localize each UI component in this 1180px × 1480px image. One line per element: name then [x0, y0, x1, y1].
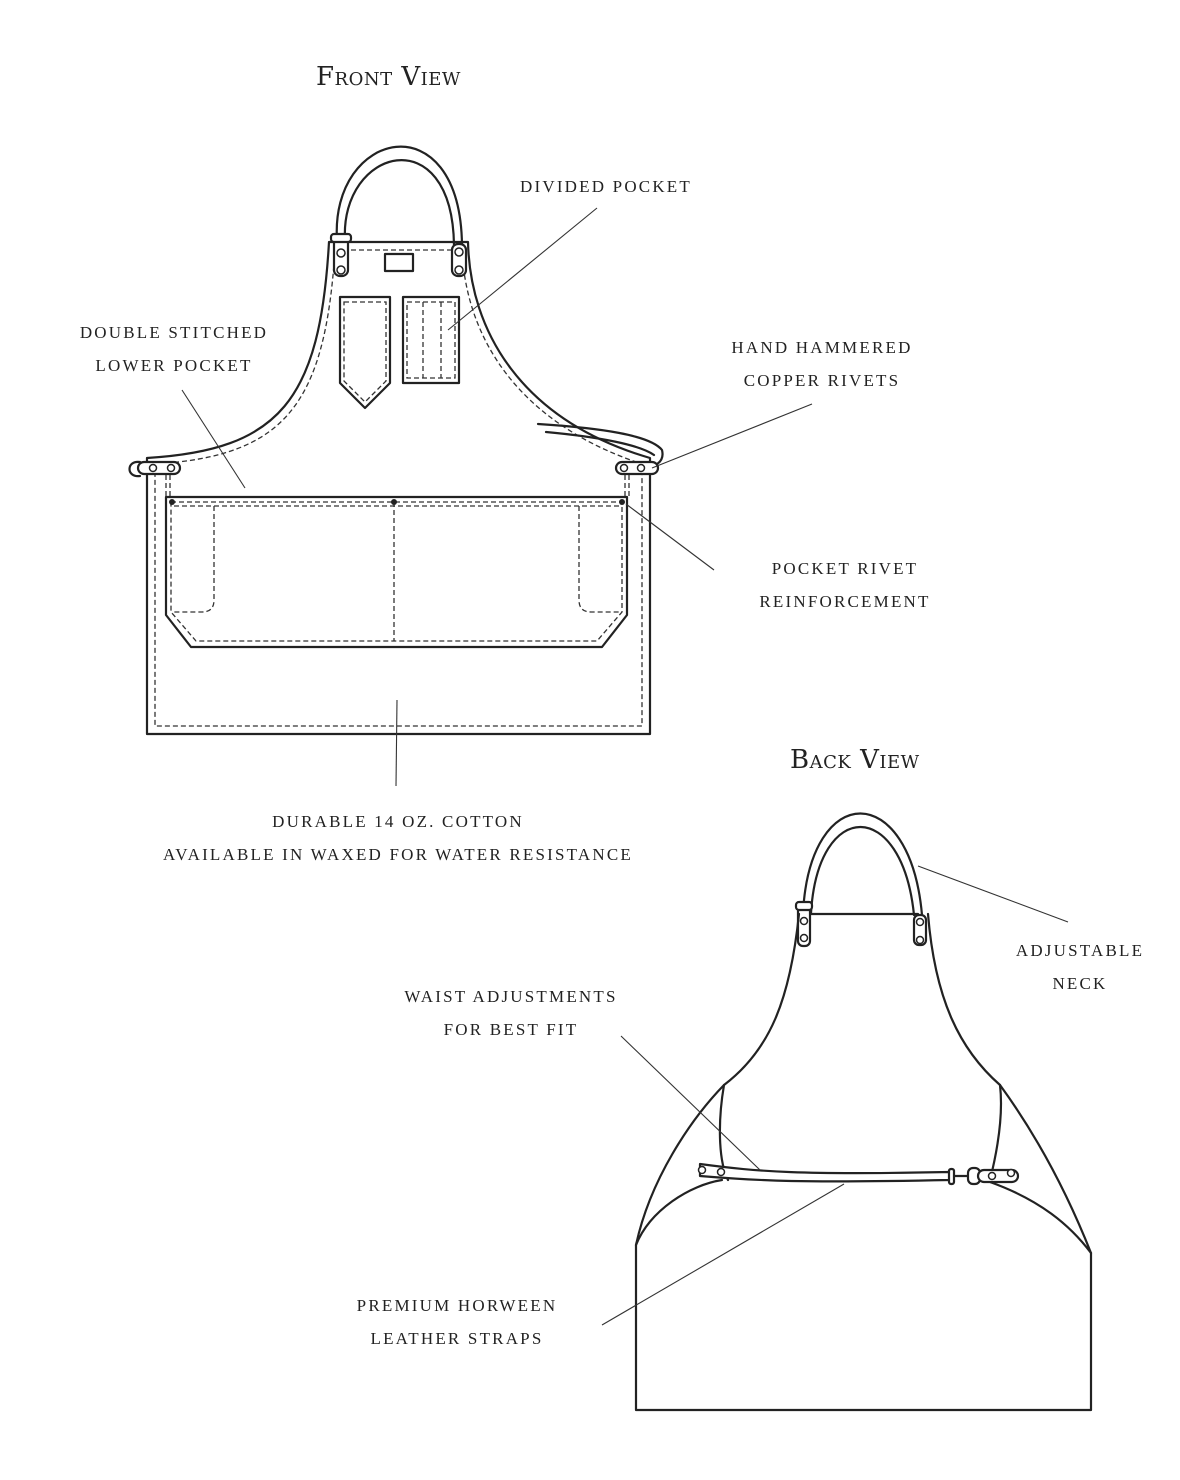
back-leader-lines: [601, 865, 1069, 1326]
front-view-title: Front View: [316, 62, 461, 92]
copper-rivet-icon: [716, 1167, 726, 1177]
front-apron-outline: [145, 240, 652, 736]
copper-rivet-icon: [799, 916, 809, 926]
copper-rivet-icon: [636, 463, 646, 473]
copper-rivet-icon: [987, 1171, 997, 1181]
copper-rivet-icon: [915, 935, 925, 945]
leader-leather-straps: [601, 1183, 845, 1326]
brand-patch: [383, 252, 415, 273]
back-apron: [634, 812, 1093, 1412]
copper-rivet-icon: [799, 933, 809, 943]
back-view-title: Back View: [790, 745, 920, 775]
leader-double-stitched: [181, 389, 246, 489]
label-copper-rivets: hand hammered copper rivets: [716, 331, 928, 397]
leader-divided-pocket: [447, 207, 598, 331]
front-leader-lines: [181, 207, 813, 787]
label-line: copper rivets: [743, 371, 901, 390]
leader-pocket-rivet: [625, 503, 715, 571]
back-apron-outline: [634, 912, 1093, 1412]
copper-rivet-icon: [336, 265, 346, 275]
leader-copper-rivets: [651, 403, 813, 469]
front-neck-strap: [335, 145, 464, 247]
leader-waist-adjustments: [620, 1035, 761, 1171]
copper-rivet-icon: [166, 463, 176, 473]
label-leather-straps: premium horween leather straps: [336, 1289, 578, 1355]
label-line: leather straps: [370, 1329, 544, 1348]
copper-rivet-icon: [336, 248, 346, 258]
leader-cotton: [395, 699, 398, 787]
divided-pocket: [401, 295, 461, 385]
label-double-stitched: double stitched lower pocket: [68, 316, 280, 382]
label-line: durable 14 oz. cotton: [272, 812, 524, 831]
label-divided-pocket: divided pocket: [520, 177, 692, 196]
label-line: lower pocket: [95, 356, 253, 375]
copper-rivet-icon: [148, 463, 158, 473]
back-neck-strap: [801, 812, 924, 917]
label-line: neck: [1052, 974, 1108, 993]
label-line: for best fit: [443, 1020, 579, 1039]
label-line: premium horween: [356, 1296, 558, 1315]
copper-rivet-icon: [915, 917, 925, 927]
label-pocket-rivet: pocket rivet reinforcement: [742, 552, 948, 618]
back-waist-strap: [698, 1162, 952, 1183]
label-cotton: durable 14 oz. cotton available in waxed…: [130, 805, 666, 871]
pocket-rivet-icon: [169, 499, 175, 505]
label-line: hand hammered: [731, 338, 913, 357]
label-line: pocket rivet: [771, 559, 919, 578]
front-apron: [128, 145, 664, 736]
label-waist-adjustments: waist adjustments for best fit: [386, 980, 636, 1046]
label-line: reinforcement: [759, 592, 931, 611]
label-line: waist adjustments: [404, 987, 618, 1006]
label-line: available in waxed for water resistance: [163, 845, 633, 864]
label-line: adjustable: [1015, 941, 1145, 960]
pocket-rivet-icon: [391, 499, 397, 505]
label-line: double stitched: [79, 323, 269, 342]
copper-rivet-icon: [454, 265, 464, 275]
copper-rivet-icon: [619, 463, 629, 473]
copper-rivet-icon: [454, 247, 464, 257]
lower-pocket: [164, 495, 629, 649]
copper-rivet-icon: [1006, 1168, 1016, 1178]
copper-rivet-icon: [697, 1165, 707, 1175]
pocket-rivet-icon: [619, 499, 625, 505]
leader-adjustable-neck: [917, 865, 1069, 923]
d-ring-icon: [128, 460, 142, 478]
pen-pocket: [338, 295, 392, 410]
label-adjustable-neck: adjustable neck: [1006, 934, 1154, 1000]
